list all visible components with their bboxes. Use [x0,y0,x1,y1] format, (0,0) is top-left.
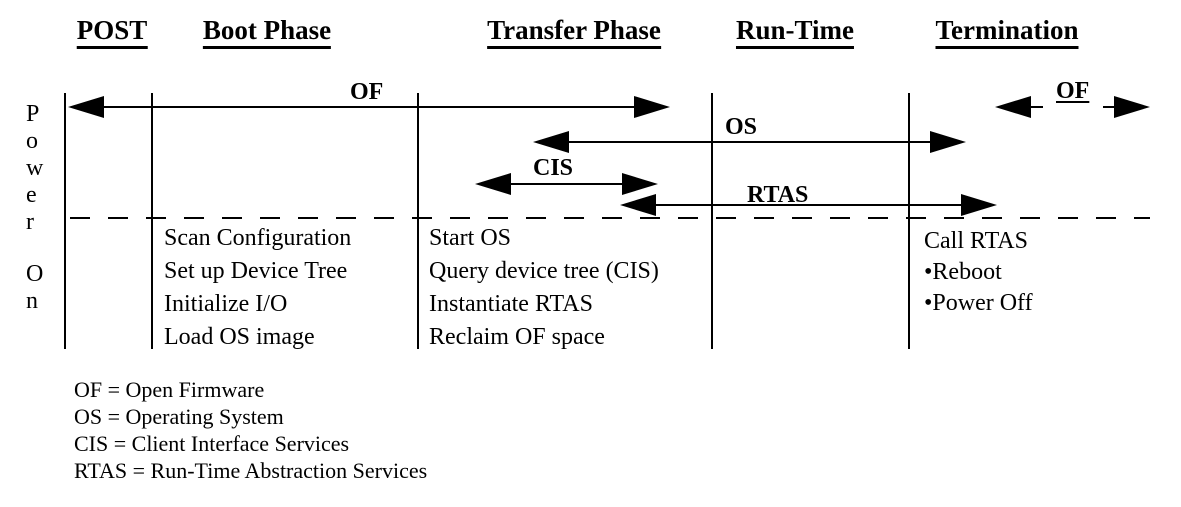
boundary-line-transfer-runtime [711,93,713,349]
power-on-label-word1: Power [26,101,44,235]
timeline-start-line [64,93,66,349]
task-item: Initialize I/O [164,291,288,317]
arrow-shaft [104,106,634,108]
arrow-shaft [1103,106,1114,108]
arrowhead-right-icon [961,194,997,216]
arrow-shaft [656,204,961,206]
task-item: Start OS [429,225,512,251]
phase-header-boot: Boot Phase [202,15,332,49]
phase-header-transfer: Transfer Phase [487,15,661,49]
legend-item: CIS = Client Interface Services [74,431,350,456]
task-item: Instantiate RTAS [429,291,593,317]
legend-item: OS = Operating System [74,404,284,429]
boundary-line-runtime-termination [908,93,910,349]
boot-phase-task-list: Scan Configuration Set up Device Tree In… [164,222,351,354]
termination-task-list: Call RTAS •Reboot •Power Off [924,226,1033,319]
rtas-active-span-arrow [620,194,997,216]
power-on-label-word2: On [26,261,44,314]
task-item: •Power Off [924,290,1033,316]
task-item: Scan Configuration [164,225,352,251]
arrowhead-right-icon [1114,96,1150,118]
os-span-label: OS [725,114,758,140]
task-item: Query device tree (CIS) [429,258,659,284]
arrowhead-left-icon [995,96,1031,118]
acronym-legend: OF = Open Firmware OS = Operating System… [74,376,427,484]
phase-header-termination: Termination [935,15,1079,49]
phase-header-post: POST [76,15,148,49]
of-termination-arrow-right [1103,96,1150,118]
arrowhead-left-icon [68,96,104,118]
of-span-label: OF [350,79,384,105]
transfer-phase-task-list: Start OS Query device tree (CIS) Instant… [429,222,659,354]
of-active-span-arrow [68,96,670,118]
task-item: Call RTAS [924,228,1028,254]
of-termination-label: OF [1056,78,1090,104]
arrowhead-right-icon [634,96,670,118]
task-item: •Reboot [924,259,1002,285]
arrowhead-left-icon [475,173,511,195]
cis-active-span-arrow [475,173,658,195]
task-item: Set up Device Tree [164,258,348,284]
boundary-line-boot-transfer [417,93,419,349]
dashed-baseline [70,217,1150,219]
phase-header-runtime: Run-Time [735,15,855,49]
os-active-span-arrow [533,131,966,153]
of-termination-arrow-left [995,96,1043,118]
legend-item: OF = Open Firmware [74,377,265,402]
legend-item: RTAS = Run-Time Abstraction Services [74,458,428,483]
arrowhead-left-icon [620,194,656,216]
arrowhead-right-icon [930,131,966,153]
arrow-shaft [511,183,622,185]
arrow-shaft [569,141,930,143]
rtas-span-label: RTAS [747,182,809,208]
arrow-shaft [1031,106,1043,108]
boundary-line-post-boot [151,93,153,349]
cis-span-label: CIS [533,155,574,181]
arrowhead-right-icon [622,173,658,195]
task-item: Load OS image [164,324,315,350]
arrowhead-left-icon [533,131,569,153]
task-item: Reclaim OF space [429,324,605,350]
